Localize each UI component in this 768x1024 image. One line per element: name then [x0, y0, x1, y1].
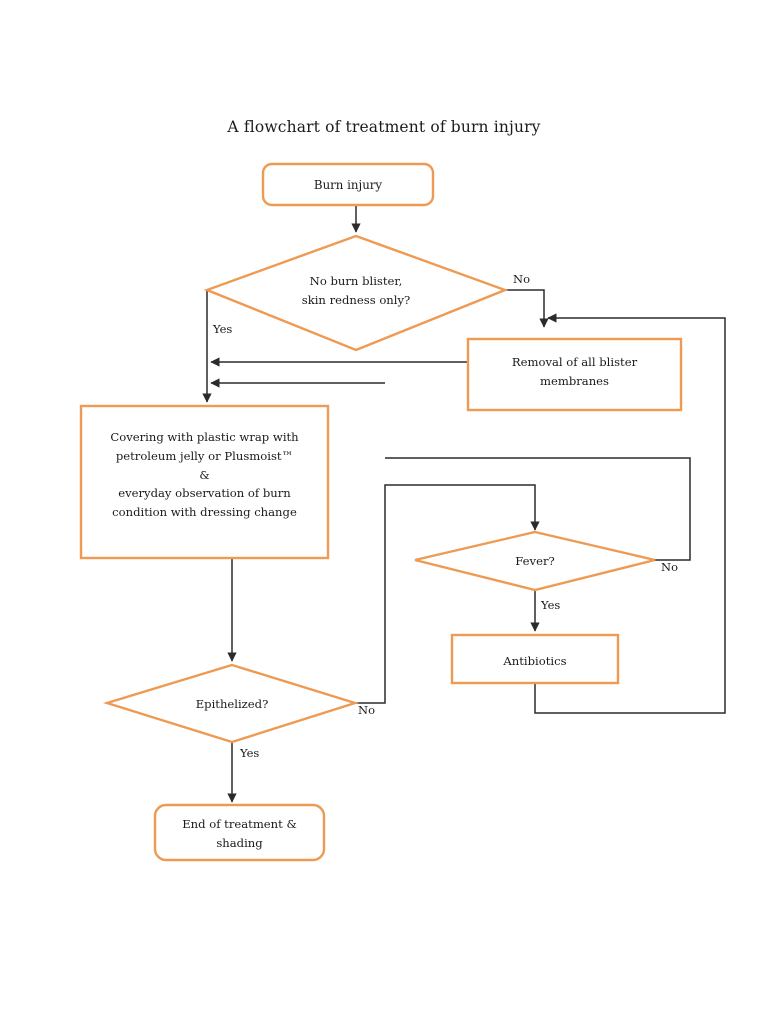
- node-epithelized-decision-shape: [102, 663, 360, 744]
- edge-fever-no-return: [385, 457, 691, 561]
- edge-label-fever-no: No: [661, 560, 678, 574]
- edge-label-epithelized-yes: Yes: [240, 746, 260, 760]
- node-fever-decision-shape: [414, 530, 656, 592]
- edge-antibiotics-return-to-removal: [534, 313, 726, 714]
- edge-label-blister-no: No: [513, 272, 530, 286]
- node-removal-shape: [466, 337, 683, 412]
- edge-label-epithelized-no: No: [358, 703, 375, 717]
- node-covering-shape: [79, 404, 330, 560]
- edge-label-blister-yes: Yes: [213, 322, 233, 336]
- edge-blister-no-to-removal: [505, 289, 549, 328]
- edge-epithelized-no-to-fever: [355, 484, 540, 704]
- node-antibiotics-shape: [450, 633, 620, 685]
- node-burn-injury-shape: [261, 162, 435, 207]
- page-title: A flowchart of treatment of burn injury: [227, 118, 541, 136]
- edge-label-fever-yes: Yes: [541, 598, 561, 612]
- node-end-shape: [153, 803, 326, 862]
- node-blister-decision-shape: [203, 234, 509, 352]
